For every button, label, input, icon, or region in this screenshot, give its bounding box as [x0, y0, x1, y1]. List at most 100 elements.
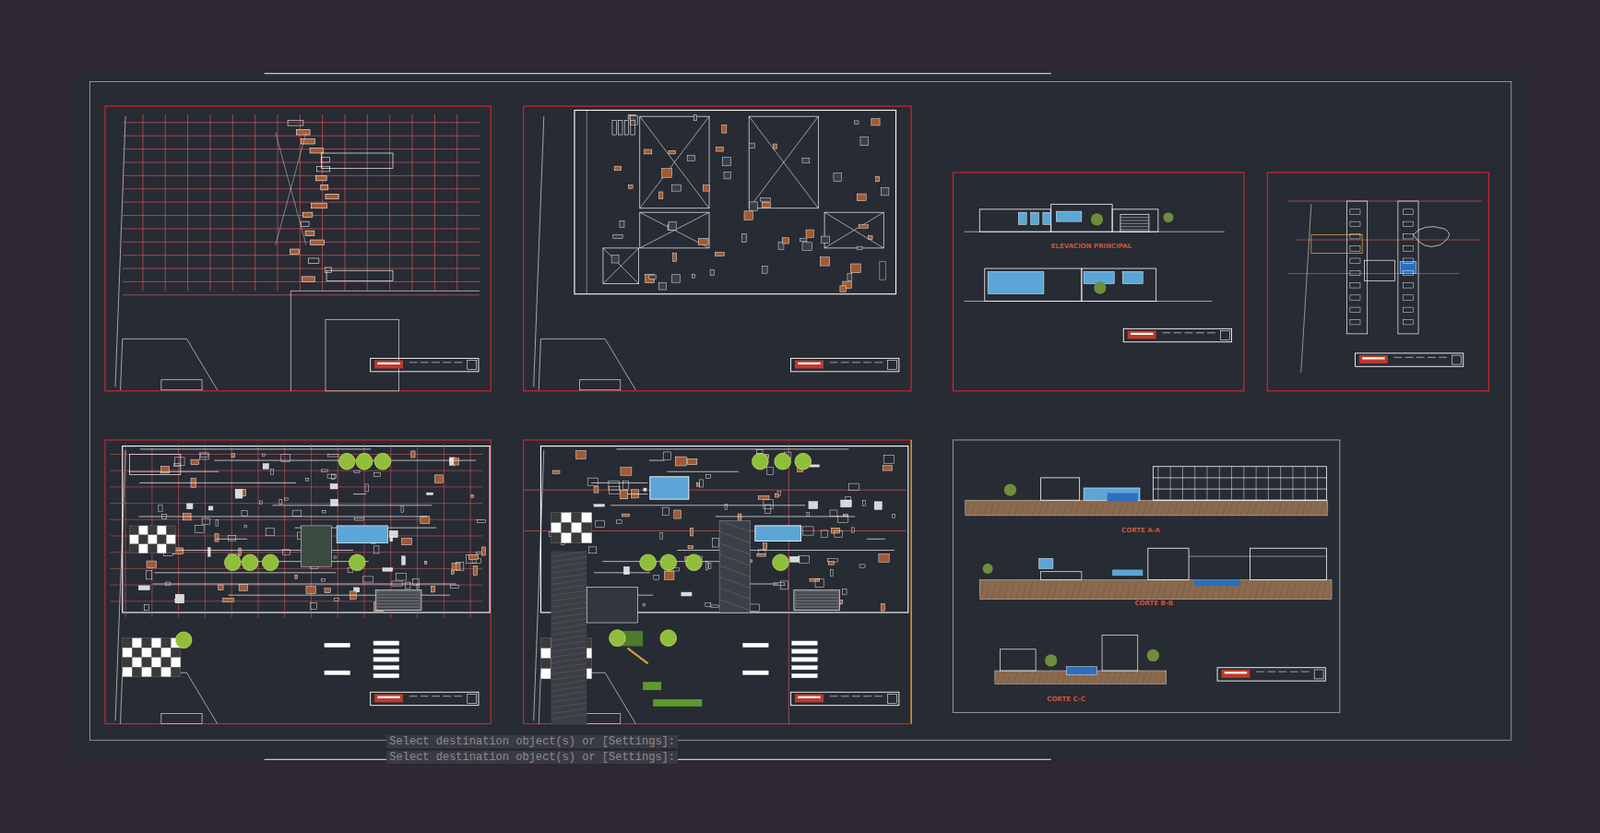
window	[1038, 557, 1053, 569]
furniture	[327, 474, 336, 478]
cad-line	[1405, 356, 1414, 358]
tree-symbol	[355, 452, 373, 470]
soil-hatch	[1081, 501, 1086, 515]
soil-hatch	[1308, 501, 1313, 515]
furniture	[316, 165, 330, 172]
building-section	[1249, 547, 1327, 580]
paving-tile	[142, 647, 153, 658]
soil-hatch	[1129, 672, 1134, 684]
facade	[984, 268, 1082, 301]
furniture	[374, 472, 381, 476]
paving-tile	[156, 534, 166, 545]
soil-hatch	[1004, 581, 1008, 600]
cad-line	[377, 601, 419, 603]
furniture	[311, 202, 328, 209]
grid-line	[122, 161, 480, 163]
void	[640, 212, 710, 249]
cad-line	[431, 695, 440, 697]
sheet-number-box	[467, 360, 477, 370]
cad-line	[551, 691, 588, 698]
furniture	[281, 454, 291, 463]
cad-rect	[319, 640, 422, 682]
wall	[666, 471, 739, 473]
soil-hatch	[1241, 501, 1245, 515]
room	[1402, 307, 1413, 313]
furniture	[658, 191, 664, 200]
void	[640, 116, 710, 209]
paving-tile	[130, 525, 140, 535]
paving-tile	[138, 534, 148, 545]
furniture	[320, 156, 330, 163]
furniture	[623, 566, 629, 574]
cad-line	[551, 708, 588, 714]
soil-hatch	[1099, 672, 1103, 684]
furniture	[762, 543, 767, 550]
soil-hatch	[1315, 581, 1320, 600]
note-block	[373, 673, 400, 677]
soil-hatch	[983, 501, 988, 515]
sheets	[105, 106, 1489, 724]
cad-line	[795, 601, 838, 603]
soil-hatch	[1051, 501, 1055, 515]
furniture	[857, 246, 863, 249]
furniture	[821, 236, 830, 243]
soil-hatch	[1114, 581, 1118, 600]
tree-symbol	[660, 554, 677, 571]
wall	[621, 527, 623, 529]
tree-symbol	[261, 554, 279, 571]
furniture	[214, 533, 219, 543]
soil-hatch	[979, 581, 984, 600]
cad-line	[551, 663, 588, 669]
wall	[676, 549, 895, 551]
soil-hatch	[1130, 501, 1135, 515]
furniture	[860, 137, 869, 146]
cad-line	[719, 520, 750, 532]
tree-symbol	[1147, 649, 1160, 662]
furniture	[834, 530, 843, 537]
window	[1055, 211, 1082, 222]
wall	[215, 538, 249, 540]
furniture	[619, 220, 625, 227]
cad-line	[377, 592, 419, 593]
soil-hatch	[1283, 501, 1288, 515]
furniture	[416, 583, 419, 589]
soil-hatch	[1077, 581, 1081, 600]
wall	[139, 482, 297, 484]
soil-hatch	[1026, 501, 1031, 515]
cad-line	[275, 132, 307, 246]
grid-line	[456, 114, 458, 291]
note-block	[792, 640, 818, 645]
cad-line	[551, 702, 588, 709]
title-logo	[374, 694, 403, 703]
paving-tile	[122, 638, 133, 649]
title-logo	[794, 360, 824, 369]
soil-hatch	[1016, 581, 1020, 600]
grid-line	[389, 114, 391, 291]
room	[1402, 246, 1413, 252]
furniture	[852, 527, 855, 534]
furniture	[808, 501, 818, 510]
tree-symbol	[983, 563, 994, 574]
pool	[650, 476, 689, 499]
furniture	[328, 454, 339, 457]
cad-line	[551, 640, 588, 647]
cad-line	[1182, 466, 1184, 501]
tree-symbol	[1093, 281, 1106, 294]
outer-wall	[122, 446, 490, 613]
cad-line	[1120, 223, 1150, 225]
soil-hatch	[1020, 501, 1025, 515]
cad-line	[115, 450, 126, 721]
cad-line	[551, 606, 588, 613]
furniture	[262, 463, 269, 470]
sheet-border	[1267, 172, 1489, 392]
cad-line	[863, 695, 872, 697]
tree-symbol	[224, 554, 241, 571]
furniture	[611, 255, 619, 263]
furniture	[235, 489, 243, 498]
stair	[1311, 235, 1363, 254]
wall	[138, 515, 427, 517]
furniture	[301, 276, 315, 283]
paving-tile	[131, 647, 143, 658]
soil-hatch	[1149, 501, 1153, 515]
furniture	[471, 495, 475, 498]
